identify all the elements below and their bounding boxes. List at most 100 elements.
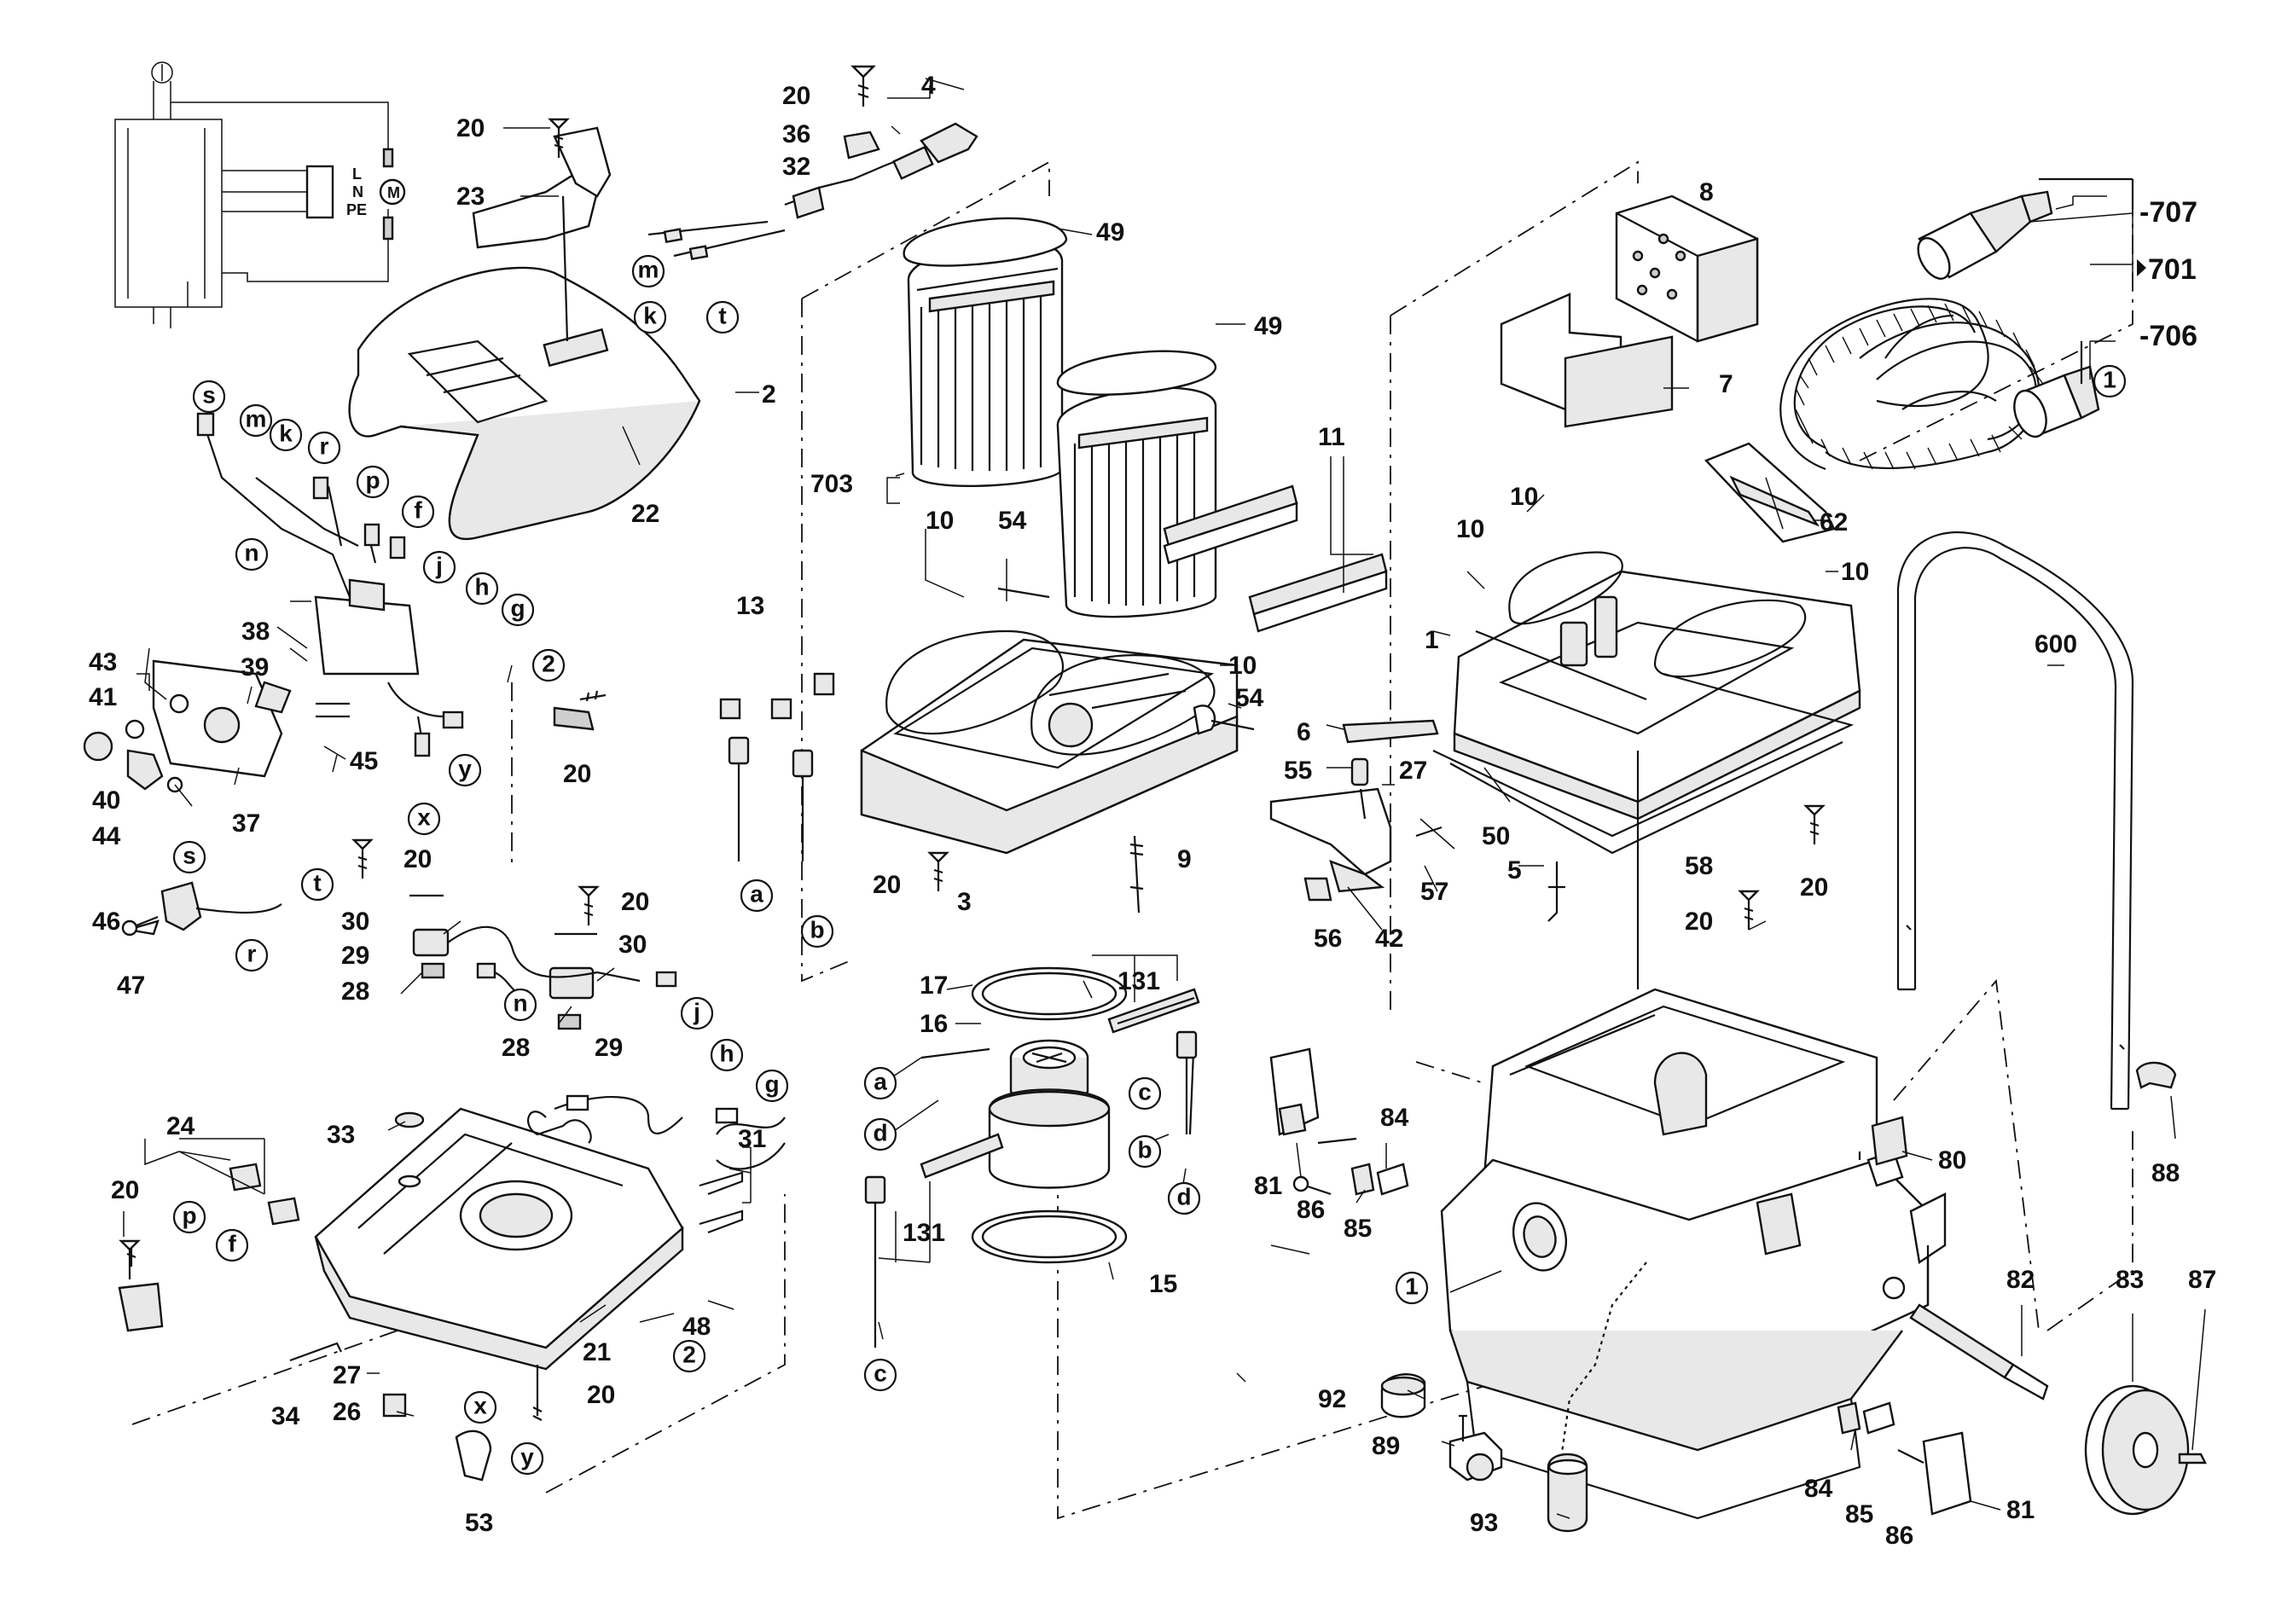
circle-callout-x: x bbox=[417, 804, 431, 831]
base-plate bbox=[314, 1094, 786, 1371]
callout-54: 54 bbox=[1235, 684, 1264, 712]
callout-30: 30 bbox=[618, 931, 647, 959]
callout-92: 92 bbox=[1318, 1385, 1346, 1413]
callout-13: 13 bbox=[736, 592, 764, 620]
circle-callout-d: d bbox=[873, 1120, 887, 1146]
callout-23: 23 bbox=[456, 183, 485, 211]
circle-callout-c: c bbox=[874, 1360, 887, 1387]
callout-48: 48 bbox=[682, 1313, 711, 1341]
callout-81: 81 bbox=[1254, 1172, 1282, 1200]
float-valve-parts bbox=[1269, 719, 1565, 922]
callout-20: 20 bbox=[873, 871, 901, 899]
arrow-marker-icon bbox=[2137, 259, 2146, 276]
callout-38: 38 bbox=[241, 618, 270, 646]
callout-89: 89 bbox=[1372, 1432, 1400, 1460]
small-parts-lower-left bbox=[118, 1111, 744, 1482]
callout-10: 10 bbox=[1510, 483, 1538, 511]
callout-50: 50 bbox=[1482, 822, 1510, 850]
callout-33: 33 bbox=[327, 1121, 355, 1149]
callout-131: 131 bbox=[1117, 967, 1160, 995]
callout-20: 20 bbox=[782, 82, 810, 110]
callout-28: 28 bbox=[341, 977, 369, 1006]
callout-2: 2 bbox=[762, 380, 776, 409]
callout-20: 20 bbox=[1685, 908, 1713, 936]
callout-49: 49 bbox=[1096, 218, 1124, 246]
circle-callout-b: b bbox=[1137, 1137, 1152, 1163]
callout-32: 32 bbox=[782, 153, 810, 181]
circle-callout-a: a bbox=[750, 881, 763, 908]
callout-24: 24 bbox=[166, 1112, 195, 1140]
callout-62: 62 bbox=[1820, 508, 1848, 536]
callout-131: 131 bbox=[903, 1219, 945, 1247]
callout-81: 81 bbox=[2006, 1496, 2035, 1524]
circle-callout-1: 1 bbox=[2103, 367, 2116, 393]
circle-callout-2: 2 bbox=[542, 651, 555, 677]
callout-10: 10 bbox=[1841, 558, 1869, 586]
callout-40: 40 bbox=[92, 786, 120, 815]
circle-callout-h: h bbox=[474, 574, 489, 600]
circle-callout-f: f bbox=[414, 497, 422, 524]
callout-29: 29 bbox=[595, 1034, 623, 1062]
wiring-neutral-label: N bbox=[352, 183, 363, 200]
circle-callout-f: f bbox=[228, 1231, 236, 1257]
circle-callout-b: b bbox=[810, 917, 824, 943]
wiring-motor-symbol: M bbox=[387, 184, 400, 201]
callout-44: 44 bbox=[92, 822, 121, 850]
callout-54: 54 bbox=[998, 507, 1027, 535]
callout-34: 34 bbox=[271, 1402, 300, 1430]
circle-callout-t: t bbox=[718, 303, 726, 329]
circle-callout-m: m bbox=[638, 257, 659, 283]
circle-callout-t: t bbox=[313, 870, 321, 896]
circle-callout-d: d bbox=[1176, 1184, 1191, 1210]
circle-callout-p: p bbox=[365, 467, 380, 494]
callout-3: 3 bbox=[957, 888, 972, 916]
cartridge-filters bbox=[903, 217, 1217, 618]
callout-1: 1 bbox=[1425, 626, 1439, 654]
circle-callout-k: k bbox=[279, 420, 293, 447]
callout-36: 36 bbox=[782, 120, 810, 148]
circle-callout-y: y bbox=[520, 1444, 534, 1470]
motor-assembly bbox=[719, 672, 1200, 1348]
circle-callout-n: n bbox=[513, 990, 527, 1017]
dust-container bbox=[1440, 751, 1947, 1533]
callout-53: 53 bbox=[465, 1509, 493, 1537]
callout-29: 29 bbox=[341, 942, 369, 970]
filter-frame bbox=[860, 587, 1255, 855]
callout-43: 43 bbox=[89, 648, 117, 676]
wiring-schematic: M L N PE bbox=[114, 61, 406, 328]
callout-84: 84 bbox=[1804, 1475, 1833, 1503]
callout-10: 10 bbox=[926, 507, 954, 535]
housing-top bbox=[1432, 551, 1861, 855]
callout-27: 27 bbox=[333, 1361, 361, 1389]
accessory-blocks bbox=[1163, 194, 1836, 633]
power-cord bbox=[647, 65, 978, 261]
callout-6: 6 bbox=[1297, 718, 1311, 746]
callout-17: 17 bbox=[920, 972, 948, 1000]
callout-93: 93 bbox=[1470, 1509, 1498, 1537]
callout-83: 83 bbox=[2116, 1266, 2144, 1294]
circle-callout-a: a bbox=[874, 1069, 887, 1095]
side-clips bbox=[1269, 1047, 2177, 1516]
suction-hose bbox=[1779, 177, 2134, 471]
callout-30: 30 bbox=[341, 908, 369, 936]
callout-42: 42 bbox=[1375, 925, 1403, 953]
callout-39: 39 bbox=[241, 653, 269, 682]
circle-callout-y: y bbox=[458, 756, 472, 782]
circle-callout-s: s bbox=[183, 843, 196, 869]
callout-600: 600 bbox=[2035, 630, 2077, 658]
callout-82: 82 bbox=[2006, 1266, 2035, 1294]
top-cover-assembly bbox=[348, 126, 701, 540]
callout-4: 4 bbox=[921, 72, 936, 100]
wheels-and-castors bbox=[1380, 1303, 2207, 1516]
screw-icons bbox=[119, 118, 1826, 1279]
handle-tube bbox=[1896, 531, 2134, 1111]
callout-58: 58 bbox=[1685, 852, 1713, 880]
callout-8: 8 bbox=[1699, 178, 1714, 206]
circle-callout-r: r bbox=[247, 941, 257, 967]
circle-callout-r: r bbox=[320, 433, 329, 460]
callout-20: 20 bbox=[456, 114, 485, 142]
callout-20: 20 bbox=[1800, 873, 1828, 902]
callout-85: 85 bbox=[1344, 1215, 1372, 1243]
circle-callout-n: n bbox=[244, 540, 258, 566]
